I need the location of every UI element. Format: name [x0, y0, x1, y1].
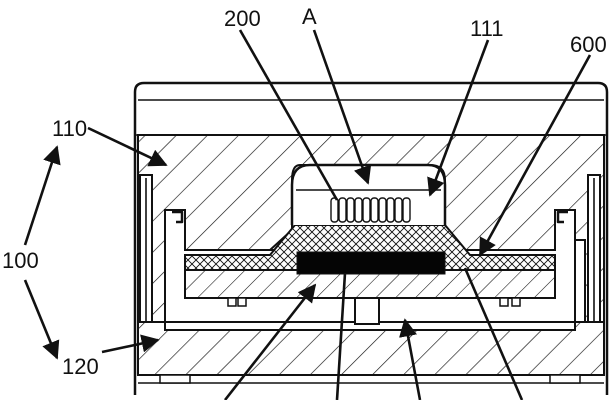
leader-120	[101, 334, 160, 354]
leader-bottom-1	[223, 283, 317, 400]
bracket-100-down	[23, 279, 60, 360]
label-200: 200	[224, 6, 261, 31]
leader-bottom-4	[463, 267, 524, 400]
label-100: 100	[2, 248, 39, 273]
leader-111	[427, 39, 490, 197]
leader-bottom-3	[399, 318, 422, 400]
label-A: A	[302, 4, 317, 29]
leader-110	[87, 126, 168, 167]
label-110: 110	[52, 116, 87, 141]
center-post	[354, 297, 380, 325]
board-feet	[227, 297, 521, 307]
comb-pins-200	[330, 197, 411, 223]
left-side-wall	[139, 174, 153, 326]
leader-600	[478, 54, 592, 257]
leader-lines	[23, 29, 592, 400]
bracket-100-up	[23, 145, 61, 246]
chip-die	[296, 251, 446, 275]
label-111: 111	[470, 16, 503, 41]
right-side-wall	[587, 174, 601, 326]
lower-base-120	[137, 321, 605, 376]
leader-200	[238, 29, 339, 201]
label-120: 120	[62, 354, 99, 379]
leader-A	[312, 29, 372, 185]
label-600: 600	[570, 32, 607, 57]
leader-bottom-2	[335, 272, 347, 400]
latch-hooks	[172, 210, 568, 224]
base-bottom-rim	[138, 374, 604, 384]
